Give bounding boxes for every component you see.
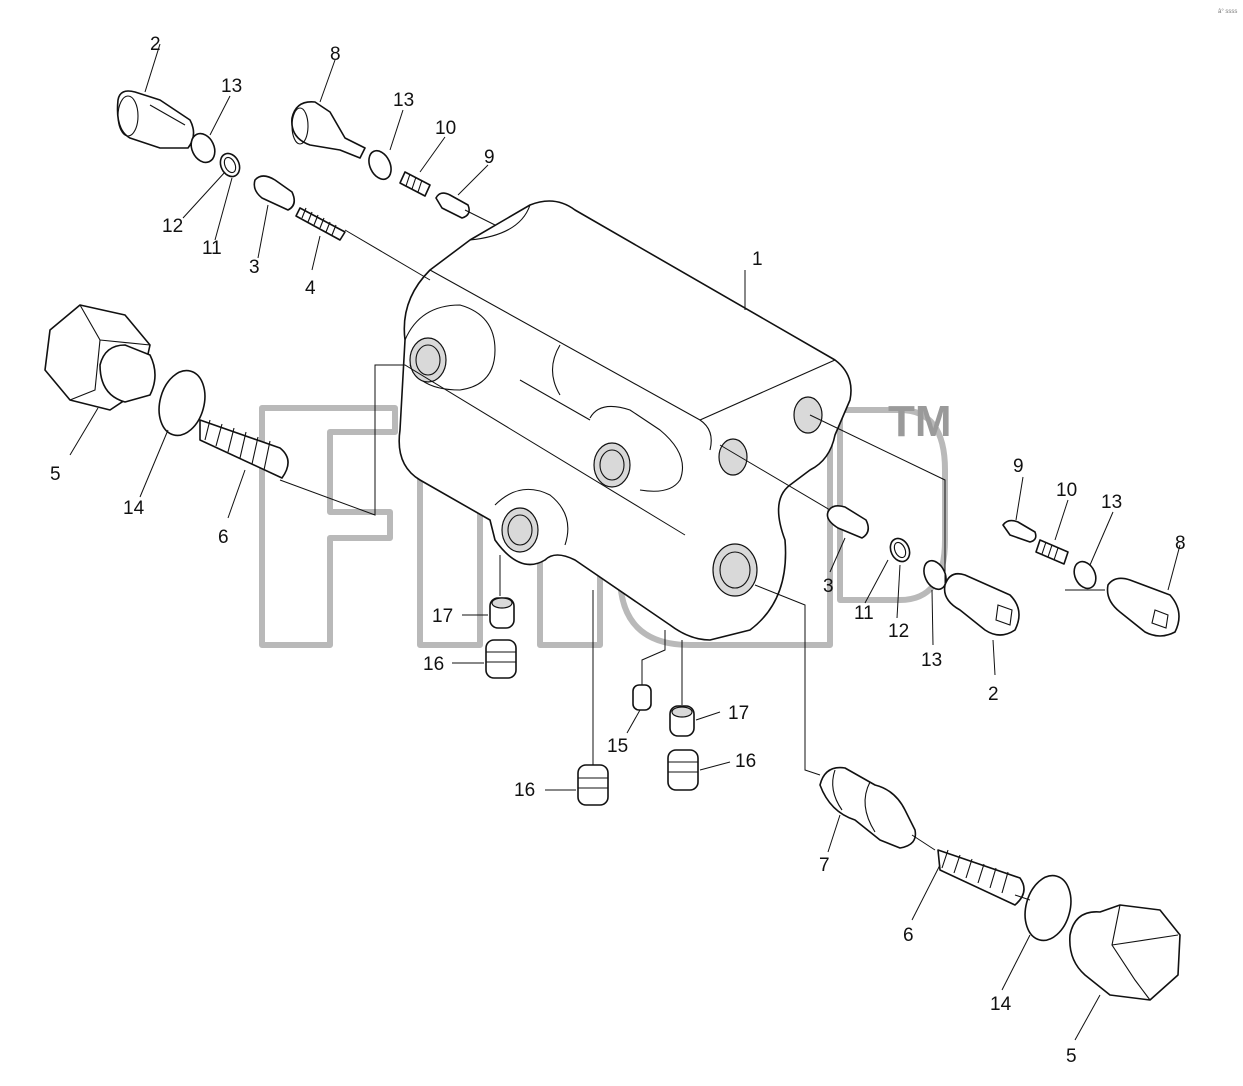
- label-11: 11: [854, 603, 874, 624]
- label-1: 1: [752, 249, 763, 270]
- part-16-plug-a: [485, 639, 517, 679]
- label-13: 13: [393, 90, 414, 111]
- part-3-piston-top-left: [253, 175, 296, 211]
- label-10: 10: [1056, 480, 1077, 501]
- part-7-spool: [819, 766, 917, 849]
- label-16: 16: [735, 751, 756, 772]
- label-14: 14: [990, 994, 1012, 1015]
- label-13: 13: [1101, 492, 1122, 513]
- label-14: 14: [123, 498, 145, 519]
- part-17-plug-b: [669, 705, 695, 737]
- part-17-plug-a: [489, 597, 515, 629]
- label-7: 7: [819, 855, 830, 876]
- part-13-oring-right: [923, 559, 947, 591]
- part-15-plug: [632, 684, 652, 711]
- part-14-oring-left: [158, 369, 206, 437]
- watermark-tm: TM: [888, 397, 952, 446]
- callout-labels: 2 13 8 13 10 9 12 11 3 4 1 5 14 6 17 16 …: [50, 34, 1186, 1067]
- label-16: 16: [514, 780, 535, 801]
- part-16-plug-b: [667, 749, 699, 791]
- part-13-oring-top-left: [190, 132, 216, 164]
- label-12: 12: [162, 216, 183, 237]
- label-5: 5: [1066, 1046, 1077, 1067]
- label-6: 6: [903, 925, 914, 946]
- part-6-spring-right: [937, 849, 1025, 906]
- label-2: 2: [988, 684, 999, 705]
- label-11: 11: [202, 238, 222, 259]
- part-9-poppet-right: [1002, 519, 1037, 543]
- part-4-spring-top: [295, 207, 346, 241]
- leader-lines: [69, 43, 1181, 1041]
- part-2-top-left: [116, 90, 195, 149]
- corner-mark: â° ssss: [1218, 9, 1237, 15]
- part-10-spring-right: [1035, 539, 1069, 565]
- part-12-ring-top-left: [219, 152, 241, 178]
- label-13: 13: [921, 650, 942, 671]
- label-17: 17: [432, 606, 453, 627]
- label-3: 3: [249, 257, 260, 278]
- part-13-oring-far-right: [1073, 560, 1097, 590]
- valve-body: [398, 200, 852, 641]
- label-4: 4: [305, 278, 316, 299]
- label-6: 6: [218, 527, 229, 548]
- label-9: 9: [1013, 456, 1024, 477]
- label-2: 2: [150, 34, 161, 55]
- label-9: 9: [484, 147, 495, 168]
- part-5-cap-left: [44, 304, 156, 411]
- part-16-plug-c: [577, 764, 609, 806]
- label-3: 3: [823, 576, 834, 597]
- label-8: 8: [1175, 533, 1186, 554]
- part-11-ring-right: [889, 537, 911, 563]
- label-8: 8: [330, 44, 341, 65]
- label-10: 10: [435, 118, 456, 139]
- part-3-piston-right: [826, 505, 870, 539]
- part-8-right: [1106, 577, 1180, 637]
- label-16: 16: [423, 654, 444, 675]
- part-14-oring-right: [1024, 874, 1072, 942]
- label-17: 17: [728, 703, 749, 724]
- part-9-poppet-top: [435, 192, 470, 219]
- part-13-oring-top: [368, 149, 392, 181]
- label-5: 5: [50, 464, 61, 485]
- part-8-top-left: [291, 101, 366, 159]
- label-12: 12: [888, 621, 909, 642]
- label-15: 15: [607, 736, 628, 757]
- part-6-spring-left: [199, 419, 289, 479]
- part-2-right: [943, 572, 1020, 636]
- label-13: 13: [221, 76, 242, 97]
- part-10-spring-top: [399, 171, 431, 197]
- part-5-cap-right: [1068, 904, 1181, 1001]
